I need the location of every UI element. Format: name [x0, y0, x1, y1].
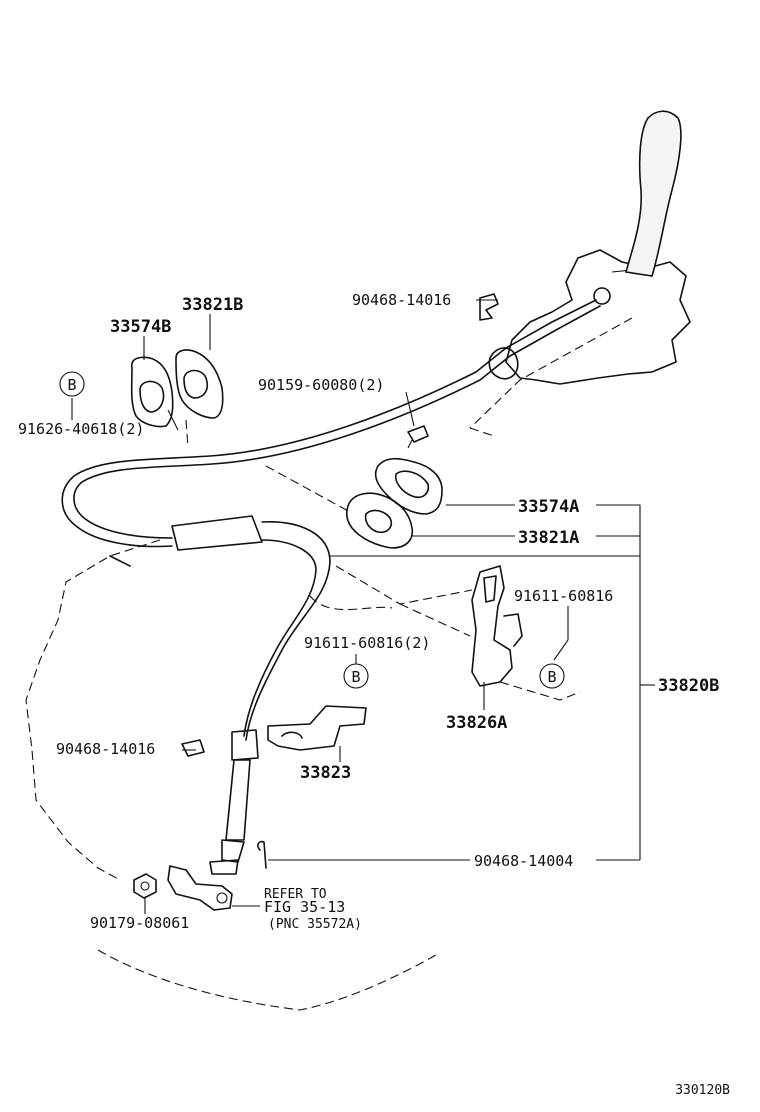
- callout-90179-08061: 90179-08061: [90, 914, 189, 932]
- callout-91611-60816-right: 91611-60816: [514, 587, 613, 605]
- figure-code: 330120B: [675, 1083, 730, 1098]
- part-33821B-plate: [175, 349, 224, 419]
- shift-knob-icon: [624, 110, 682, 277]
- refer-line-2: FIG 35-13: [264, 898, 345, 916]
- marker-b-mid: B: [343, 663, 369, 689]
- refer-line-3: (PNC 35572A): [268, 917, 362, 932]
- marker-b-mid-label: B: [351, 668, 360, 686]
- callout-33826A: 33826A: [446, 713, 507, 733]
- pin-90468-14004: [257, 840, 267, 869]
- callout-90468-14016-top: 90468-14016: [352, 291, 451, 309]
- clip-90468-14016-top: [479, 293, 499, 321]
- bolt-90159-60080: [407, 425, 429, 449]
- part-33574B-plate: [130, 356, 174, 428]
- callout-33821B: 33821B: [182, 295, 243, 315]
- marker-b-right-label: B: [547, 668, 556, 686]
- lever-refer-part: [167, 865, 233, 911]
- part-33826A-bracket: [471, 565, 581, 701]
- callout-33574A: 33574A: [518, 497, 579, 517]
- transmission-case-outline: [25, 539, 437, 1011]
- nut-90179-08061: [133, 873, 157, 899]
- callout-91626-40618: 91626-40618(2): [18, 420, 144, 438]
- part-33821A-plate: [346, 492, 414, 549]
- callout-91611-60816-mid: 91611-60816(2): [304, 634, 430, 652]
- part-33823-bracket: [267, 705, 367, 751]
- marker-b-right: B: [539, 663, 565, 689]
- callout-33574B: 33574B: [110, 317, 171, 337]
- marker-b-left-label: B: [67, 376, 76, 394]
- callout-33820B: 33820B: [658, 676, 719, 696]
- shift-lever-assembly: [469, 110, 691, 437]
- shift-cable: [61, 287, 611, 875]
- refer-line-1: REFER TO: [264, 887, 327, 902]
- part-33574A-plate: [374, 457, 443, 515]
- leader-lines: [71, 299, 655, 914]
- callout-90159-60080: 90159-60080(2): [258, 376, 384, 394]
- callout-90468-14016-left: 90468-14016: [56, 740, 155, 758]
- alignment-lines: [185, 419, 473, 637]
- marker-b-left: B: [59, 371, 85, 397]
- callout-33821A: 33821A: [518, 528, 579, 548]
- callout-33823: 33823: [300, 763, 351, 783]
- callout-90468-14004: 90468-14004: [474, 852, 573, 870]
- clip-90468-14016-left: [181, 739, 205, 757]
